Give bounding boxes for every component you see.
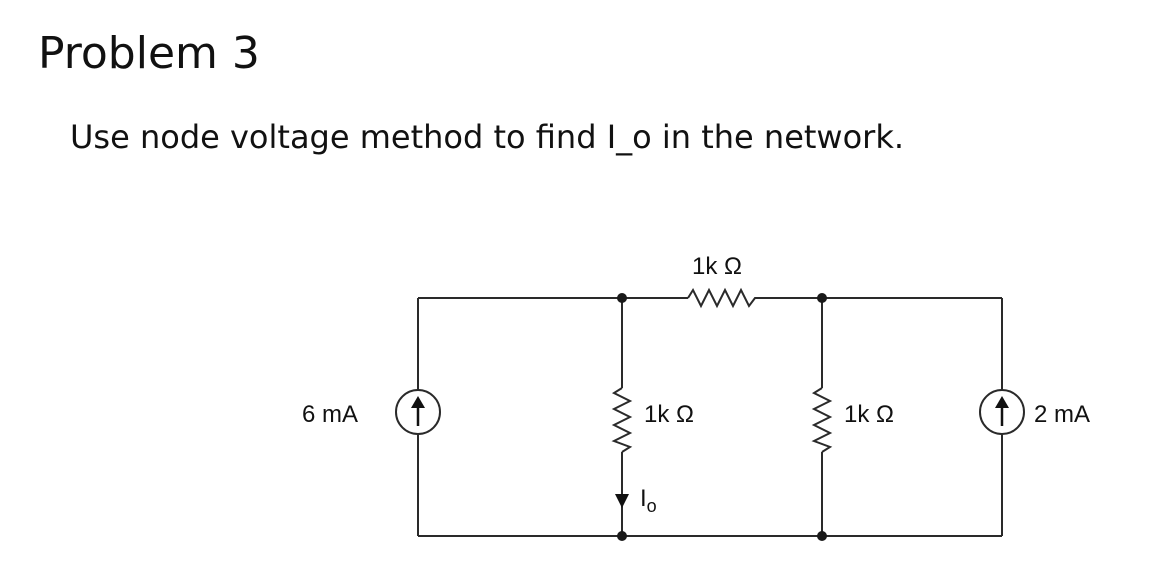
node-dot (817, 293, 827, 303)
current-source-left (395, 389, 441, 435)
label-current-io-sub: o (647, 496, 657, 516)
current-source-right (979, 389, 1025, 435)
resistor-mid-right (811, 387, 833, 453)
label-resistor-top: 1k Ω (692, 253, 742, 280)
node-dot (817, 531, 827, 541)
resistor-top (687, 287, 760, 309)
arrow-up-icon (411, 396, 425, 408)
label-source-right: 2 mA (1034, 401, 1090, 428)
arrow-down-icon (615, 494, 629, 508)
junction-nodes (617, 293, 827, 541)
label-source-left: 6 mA (302, 401, 358, 428)
resistor-mid-left (611, 387, 633, 453)
label-current-io-main: I (640, 485, 647, 512)
arrow-up-icon (995, 396, 1009, 408)
label-resistor-mid-right: 1k Ω (844, 401, 894, 428)
node-dot (617, 531, 627, 541)
problem-statement: Use node voltage method to find I_o in t… (70, 118, 905, 156)
node-dot (617, 293, 627, 303)
problem-title: Problem 3 (38, 28, 260, 79)
label-resistor-mid-left: 1k Ω (644, 401, 694, 428)
wires (417, 297, 1003, 537)
label-current-io: Io (640, 485, 657, 516)
